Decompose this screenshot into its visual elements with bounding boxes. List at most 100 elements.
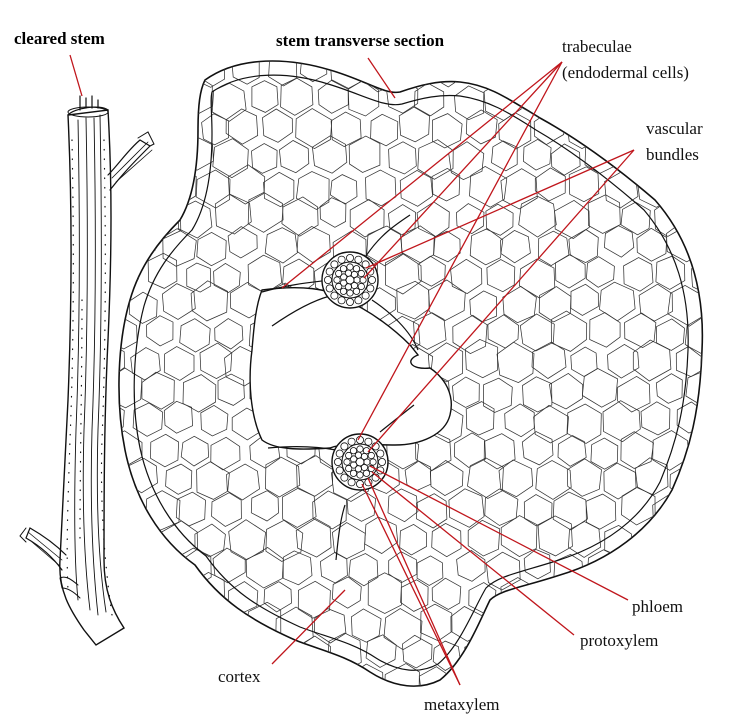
parenchyma-cell bbox=[568, 229, 599, 264]
bundle-cell bbox=[347, 437, 356, 446]
parenchyma-cell bbox=[521, 431, 554, 466]
parenchyma-cell bbox=[685, 370, 703, 407]
parenchyma-cell bbox=[465, 109, 498, 145]
label-phloem: phloem bbox=[632, 597, 683, 616]
parenchyma-cell bbox=[523, 494, 553, 527]
parenchyma-cell bbox=[139, 663, 175, 687]
parenchyma-cell bbox=[118, 401, 125, 435]
parenchyma-cell bbox=[568, 521, 602, 558]
parenchyma-cell bbox=[125, 60, 160, 88]
parenchyma-cell bbox=[552, 491, 588, 531]
parenchyma-cell bbox=[555, 254, 586, 289]
bundle-cell bbox=[346, 263, 354, 271]
bundle-cell bbox=[367, 451, 375, 460]
parenchyma-cell bbox=[673, 166, 703, 206]
parenchyma-cell bbox=[227, 226, 258, 259]
parenchyma-cell bbox=[351, 608, 382, 643]
parenchyma-cell bbox=[566, 458, 602, 497]
stem-section-drawing bbox=[118, 60, 704, 687]
parenchyma-cell bbox=[484, 488, 519, 526]
parenchyma-cell bbox=[212, 547, 246, 584]
parenchyma-cell bbox=[690, 259, 703, 294]
parenchyma-cell bbox=[118, 166, 127, 207]
parenchyma-cell bbox=[330, 111, 362, 148]
parenchyma-cell bbox=[182, 374, 217, 413]
parenchyma-cell bbox=[118, 665, 140, 687]
bundle-cell bbox=[330, 260, 339, 269]
parenchyma-cell bbox=[480, 607, 516, 647]
bundle-cell bbox=[345, 451, 353, 460]
parenchyma-cell bbox=[146, 315, 174, 347]
parenchyma-cell bbox=[118, 255, 140, 289]
parenchyma-cell bbox=[177, 609, 205, 641]
parenchyma-cell bbox=[625, 83, 654, 115]
parenchyma-cell bbox=[201, 113, 229, 146]
parenchyma-cell bbox=[348, 135, 381, 173]
parenchyma-cell bbox=[251, 80, 279, 113]
parenchyma-cell bbox=[180, 665, 212, 687]
bundle-cell bbox=[330, 291, 339, 300]
parenchyma-cell bbox=[431, 522, 462, 558]
label-vascular-line1: vascular bbox=[646, 119, 703, 138]
parenchyma-cell bbox=[537, 515, 573, 557]
bundle-cell bbox=[345, 253, 354, 262]
bundle-cell bbox=[323, 275, 332, 284]
parenchyma-cell bbox=[656, 318, 685, 351]
parenchyma-cell bbox=[428, 60, 463, 88]
bundle-cell bbox=[362, 469, 371, 477]
parenchyma-cell bbox=[534, 167, 566, 202]
parenchyma-cell bbox=[502, 285, 537, 324]
parenchyma-cell bbox=[165, 116, 193, 148]
bundle-cell bbox=[346, 289, 354, 297]
parenchyma-cell bbox=[118, 201, 141, 236]
parenchyma-cell bbox=[465, 401, 495, 436]
leader-protoxylem bbox=[371, 471, 575, 636]
parenchyma-cell bbox=[314, 608, 347, 644]
parenchyma-cell bbox=[196, 231, 227, 267]
parenchyma-cell bbox=[655, 665, 686, 687]
leader-phloem bbox=[369, 465, 629, 601]
parenchyma-cell bbox=[264, 227, 299, 264]
bundle-cell bbox=[359, 276, 367, 284]
parenchyma-cell bbox=[504, 60, 534, 90]
parenchyma-cell bbox=[448, 488, 485, 528]
parenchyma-cell bbox=[582, 367, 618, 408]
parenchyma-cell bbox=[161, 575, 197, 615]
bundle-cell bbox=[354, 255, 363, 264]
parenchyma-cell bbox=[295, 518, 332, 558]
parenchyma-cell bbox=[265, 636, 294, 669]
parenchyma-cell bbox=[370, 113, 399, 147]
bundle-cell bbox=[357, 269, 365, 278]
parenchyma-cell bbox=[194, 523, 226, 558]
parenchyma-cell bbox=[469, 228, 504, 266]
bundle-cell bbox=[361, 291, 370, 300]
parenchyma-cell bbox=[588, 667, 622, 687]
parenchyma-cell bbox=[504, 403, 535, 438]
bundle-cell bbox=[376, 466, 385, 475]
parenchyma-cell bbox=[118, 60, 125, 87]
bundle-cell bbox=[377, 457, 386, 466]
parenchyma-cell bbox=[433, 230, 461, 263]
parenchyma-cell bbox=[568, 166, 600, 203]
parenchyma-cell bbox=[132, 402, 164, 437]
parenchyma-cell bbox=[432, 640, 461, 671]
parenchyma-cell bbox=[568, 575, 600, 611]
label-cortex: cortex bbox=[218, 667, 261, 686]
bundle-cell bbox=[345, 464, 353, 473]
parenchyma-cell bbox=[385, 253, 422, 295]
parenchyma-cell bbox=[316, 663, 353, 687]
parenchyma-cell bbox=[654, 610, 686, 646]
parenchyma-cell bbox=[537, 640, 565, 672]
parenchyma-cell bbox=[500, 168, 538, 210]
parenchyma-cell bbox=[399, 169, 433, 207]
parenchyma-cell bbox=[251, 143, 278, 174]
bundle-cell bbox=[340, 273, 348, 281]
bundle-cell bbox=[350, 461, 358, 469]
parenchyma-cell bbox=[520, 605, 556, 647]
parenchyma-cell bbox=[692, 662, 703, 687]
parenchyma-cell bbox=[118, 610, 141, 644]
parenchyma-cell bbox=[265, 519, 304, 562]
parenchyma-cell bbox=[228, 164, 266, 205]
parenchyma-cell bbox=[122, 631, 157, 671]
